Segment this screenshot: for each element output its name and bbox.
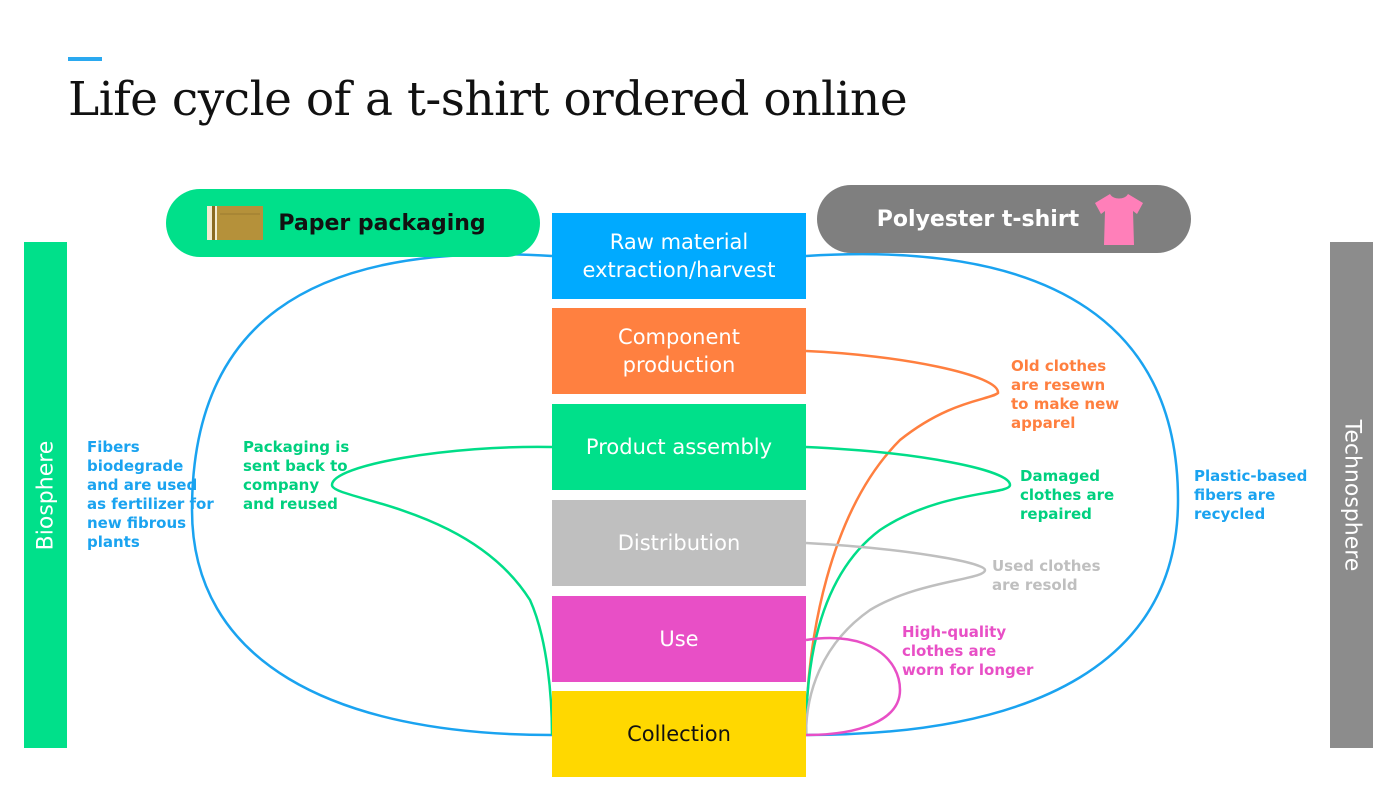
- stage-distribution: Distribution: [552, 500, 806, 586]
- stage-label: Product assembly: [585, 435, 773, 459]
- stage-product-assembly: Product assembly: [552, 404, 806, 490]
- page-title: Life cycle of a t-shirt ordered online: [68, 72, 908, 127]
- polyester-tshirt-label: Polyester t-shirt: [876, 206, 1080, 232]
- technosphere-bar: Technosphere: [1330, 242, 1373, 748]
- paper-packaging-pill: Paper packaging: [166, 189, 540, 257]
- envelope-icon: [207, 206, 264, 240]
- repair-loop: [804, 445, 1012, 736]
- stage-label: Use: [659, 627, 699, 651]
- technosphere-label: Technosphere: [1339, 419, 1364, 571]
- polyester-tshirt-pill: Polyester t-shirt: [817, 185, 1191, 253]
- biosphere-loop: [190, 252, 553, 737]
- stage-raw-material: Raw material extraction/harvest: [552, 213, 806, 299]
- note-plastic: Plastic-based fibers are recycled: [1194, 467, 1308, 523]
- resale-loop: [804, 541, 987, 736]
- stage-component-production: Component production: [552, 308, 806, 394]
- title-accent-line: [68, 57, 102, 61]
- resew-loop: [804, 349, 1000, 736]
- note-damaged: Damaged clothes are repaired: [1020, 467, 1115, 523]
- stage-label: Collection: [627, 722, 731, 746]
- stage-label: Raw material extraction/harvest: [582, 230, 776, 282]
- longer-use-loop: [805, 636, 902, 737]
- note-old-clothes: Old clothes are resewn to make new appar…: [1011, 357, 1120, 432]
- stage-collection: Collection: [552, 691, 806, 777]
- note-high-quality: High-quality clothes are worn for longer: [902, 623, 1034, 679]
- stage-label: Component production: [618, 325, 740, 377]
- stage-label: Distribution: [617, 531, 741, 555]
- note-packaging: Packaging is sent back to company and re…: [243, 438, 350, 513]
- paper-packaging-label: Paper packaging: [278, 210, 486, 236]
- packaging-reuse-loop: [330, 445, 554, 736]
- note-used: Used clothes are resold: [992, 557, 1101, 594]
- biosphere-bar: Biosphere: [24, 242, 67, 748]
- stage-use: Use: [552, 596, 806, 682]
- note-fibers: Fibers biodegrade and are used as fertil…: [87, 438, 214, 551]
- tshirt-icon: [1095, 194, 1144, 245]
- biosphere-label: Biosphere: [33, 440, 59, 550]
- technosphere-loop: [805, 252, 1180, 737]
